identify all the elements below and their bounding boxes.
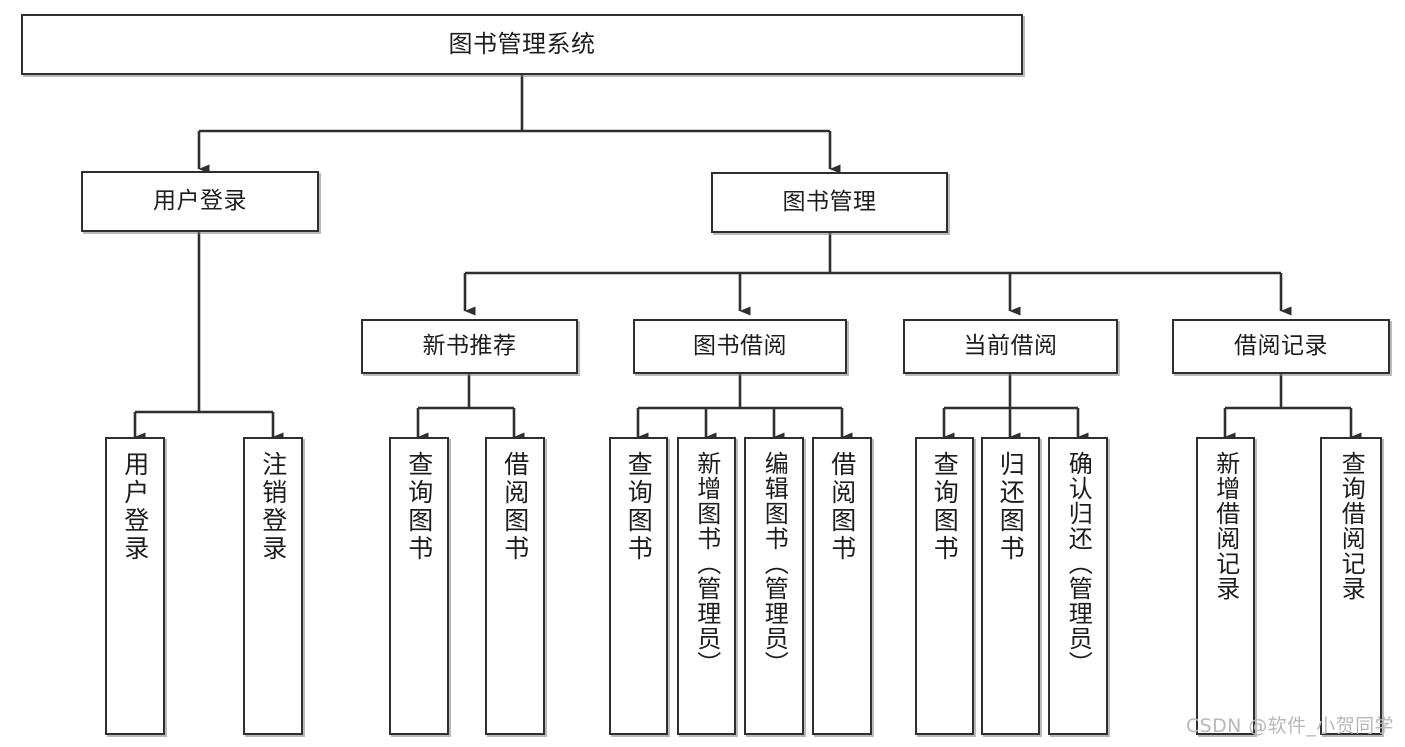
node-label: 查询图书 — [404, 451, 434, 563]
node-label: 图书借阅 — [693, 333, 787, 360]
node-label: 借阅图书 — [500, 451, 530, 563]
leaf-current-return-book[interactable]: 归还图书 — [981, 437, 1040, 735]
leaf-record-add-record[interactable]: 新增借阅记录 — [1196, 437, 1255, 735]
leaf-borrow-add-book-admin[interactable]: 新增图书（管理员） — [677, 437, 736, 735]
node-borrow-record[interactable]: 借阅记录 — [1172, 319, 1390, 374]
leaf-borrow-borrow-book[interactable]: 借阅图书 — [812, 437, 872, 735]
node-label: 图书管理系统 — [448, 29, 596, 58]
node-root-system[interactable]: 图书管理系统 — [21, 14, 1023, 75]
node-label: 查询图书 — [624, 451, 654, 563]
node-user-login[interactable]: 用户登录 — [81, 171, 319, 232]
node-label: 借阅图书 — [827, 451, 857, 563]
node-label: 注销登录 — [258, 451, 288, 563]
node-label: 当前借阅 — [963, 333, 1058, 360]
leaf-user-login-login[interactable]: 用户登录 — [105, 437, 165, 735]
node-book-borrow[interactable]: 图书借阅 — [633, 319, 847, 374]
node-label: 查询借阅记录 — [1337, 451, 1366, 601]
node-label: 确认归还（管理员） — [1064, 451, 1093, 676]
node-label: 归还图书 — [996, 451, 1026, 563]
leaf-user-login-logout[interactable]: 注销登录 — [243, 437, 303, 735]
leaf-recommend-query-book[interactable]: 查询图书 — [389, 437, 449, 735]
node-new-book-recommend[interactable]: 新书推荐 — [361, 319, 578, 374]
leaf-borrow-query-book[interactable]: 查询图书 — [609, 437, 668, 735]
node-book-management[interactable]: 图书管理 — [711, 172, 948, 233]
leaf-borrow-edit-book-admin[interactable]: 编辑图书（管理员） — [744, 437, 804, 735]
node-label: 新增借阅记录 — [1211, 451, 1240, 601]
node-current-borrow[interactable]: 当前借阅 — [903, 319, 1118, 374]
node-label: 新书推荐 — [422, 333, 517, 360]
leaf-record-query-record[interactable]: 查询借阅记录 — [1320, 437, 1382, 735]
leaf-current-confirm-return-admin[interactable]: 确认归还（管理员） — [1048, 437, 1108, 735]
node-label: 查询图书 — [930, 451, 960, 563]
node-label: 借阅记录 — [1234, 333, 1328, 360]
leaf-recommend-borrow-book[interactable]: 借阅图书 — [485, 437, 545, 735]
leaf-current-query-book[interactable]: 查询图书 — [915, 437, 974, 735]
node-label: 用户登录 — [120, 451, 150, 563]
csdn-watermark: CSDN @软件_小贺同学 — [1186, 715, 1394, 737]
node-label: 新增图书（管理员） — [692, 451, 721, 676]
node-label: 用户登录 — [153, 188, 247, 215]
node-label: 图书管理 — [782, 189, 877, 216]
node-label: 编辑图书（管理员） — [760, 451, 789, 676]
